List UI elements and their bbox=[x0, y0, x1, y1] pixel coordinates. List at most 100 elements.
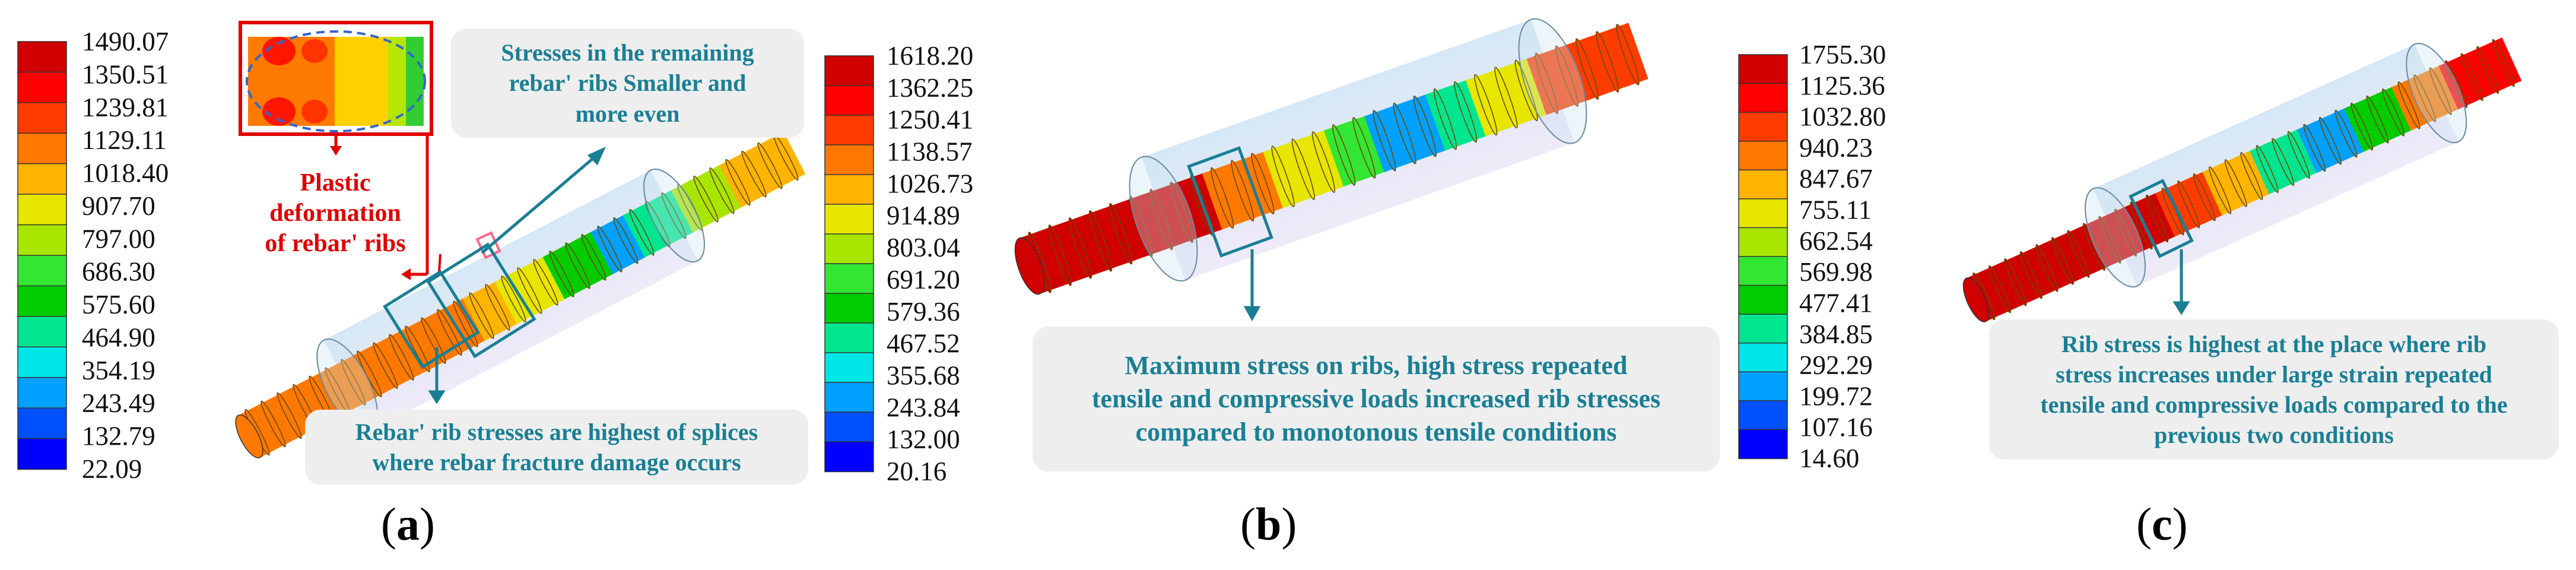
legend-label: 797.00 bbox=[82, 224, 155, 254]
inset-note-line-2: deformation bbox=[269, 200, 401, 227]
rebar-segment bbox=[1243, 151, 1284, 216]
rebar-rib bbox=[709, 167, 735, 214]
rebar-rib bbox=[581, 234, 606, 281]
rebar-rib bbox=[629, 209, 655, 256]
rebar-rib bbox=[1332, 124, 1356, 186]
note-a-upper-line-1: Stresses in the remaining bbox=[501, 39, 754, 66]
legend-label: 22.09 bbox=[82, 454, 142, 484]
legend-swatch bbox=[1738, 314, 1788, 344]
rebar-rib bbox=[1048, 224, 1072, 286]
rebar-rib bbox=[2303, 124, 2326, 172]
rebar-rib bbox=[2318, 116, 2342, 165]
legend-label: 14.60 bbox=[1799, 444, 1859, 473]
rebar-rib bbox=[1352, 117, 1376, 179]
legend-swatch bbox=[17, 41, 67, 73]
legend-swatch bbox=[1738, 342, 1788, 373]
callout-a-upper bbox=[426, 146, 606, 359]
legend-c: 1755.301125.361032.80940.23847.67755.116… bbox=[1738, 40, 1886, 473]
legend-label: 686.30 bbox=[82, 257, 155, 287]
legend-label: 464.90 bbox=[82, 322, 155, 352]
rebar-segment bbox=[1080, 209, 1122, 273]
legend-label: 384.85 bbox=[1799, 319, 1873, 349]
legend-swatch bbox=[17, 163, 67, 195]
legend-swatch bbox=[17, 255, 67, 287]
rebar-segment bbox=[1141, 188, 1182, 251]
legend-label: 354.19 bbox=[82, 356, 155, 385]
rebar-segment bbox=[1283, 137, 1324, 201]
legend-label: 803.04 bbox=[887, 233, 960, 262]
legend-swatch bbox=[1738, 198, 1788, 229]
rebar-rib bbox=[2272, 138, 2295, 186]
note-a-upper-line-2: rebar' ribs Smaller and bbox=[509, 69, 747, 97]
rebar-rib bbox=[1109, 202, 1133, 265]
legend-swatch bbox=[1738, 371, 1788, 402]
rebar-rib bbox=[2098, 216, 2121, 264]
rebar-rib bbox=[2381, 88, 2405, 137]
rebar-rib bbox=[1474, 74, 1498, 136]
legend-label: 132.79 bbox=[82, 422, 155, 451]
inset-note-line-1: Plastic bbox=[300, 169, 371, 197]
splice-sleeve-end bbox=[1518, 18, 1587, 144]
legend-swatch bbox=[1738, 400, 1788, 430]
legend-swatch bbox=[17, 316, 67, 348]
rebar-rib bbox=[1271, 145, 1295, 207]
legend-swatch bbox=[824, 441, 874, 473]
rebar-rib bbox=[1291, 138, 1315, 200]
rebar-rib bbox=[437, 309, 462, 356]
rebar-end-face bbox=[235, 414, 263, 458]
legend-swatch bbox=[1738, 83, 1788, 113]
rebar-model-c bbox=[1962, 37, 2522, 322]
caption-a: (a) bbox=[381, 498, 435, 550]
legend-a: 1490.071350.511239.811129.111018.40907.7… bbox=[17, 27, 169, 484]
legend-swatch bbox=[1738, 284, 1788, 315]
rebar-rib bbox=[2240, 152, 2263, 200]
legend-label: 662.54 bbox=[1799, 226, 1873, 256]
caption-b-letter: b bbox=[1255, 498, 1282, 550]
splice-sleeve-end bbox=[643, 168, 706, 263]
legend-label: 292.29 bbox=[1799, 350, 1873, 380]
legend-label: 107.16 bbox=[1799, 413, 1873, 442]
rebar-rib bbox=[1251, 153, 1275, 214]
legend-swatch bbox=[824, 411, 874, 443]
rebar-rib bbox=[261, 400, 286, 448]
legend-swatch bbox=[17, 132, 67, 164]
rebar-rib bbox=[661, 192, 687, 239]
legend-swatch bbox=[824, 174, 874, 205]
legend-label: 1032.80 bbox=[1799, 102, 1886, 132]
rebar-rib bbox=[1149, 188, 1173, 251]
legend-swatch bbox=[1738, 169, 1788, 200]
caption-c-letter: c bbox=[2151, 498, 2172, 550]
rebar-rib bbox=[1555, 45, 1579, 107]
legend-swatch bbox=[824, 322, 874, 354]
legend-label: 199.72 bbox=[1799, 381, 1873, 411]
rebar-rib bbox=[2114, 208, 2137, 257]
note-a-lower: Rebar' rib stresses are highest of splic… bbox=[305, 410, 808, 484]
legend-label: 569.98 bbox=[1799, 257, 1873, 287]
note-a-upper: Stresses in the remaining rebar' ribs Sm… bbox=[451, 28, 804, 138]
legend-label: 1362.25 bbox=[887, 73, 973, 103]
legend-swatch bbox=[1738, 54, 1788, 84]
rebar-rib bbox=[501, 276, 526, 322]
rebar-rib bbox=[405, 325, 430, 372]
rebar-rib bbox=[2004, 258, 2027, 306]
legend-swatch bbox=[1738, 112, 1788, 142]
legend-label: 755.11 bbox=[1799, 195, 1872, 225]
rebar-rib bbox=[725, 159, 751, 206]
legend-swatch bbox=[1738, 140, 1788, 171]
legend-label: 477.41 bbox=[1799, 288, 1873, 318]
callout-a-lower bbox=[383, 270, 480, 404]
rebar-rib bbox=[2460, 53, 2483, 102]
legend-swatch bbox=[17, 376, 67, 409]
rebar-body bbox=[1962, 37, 2522, 322]
caption-a-letter: a bbox=[396, 498, 420, 550]
rebar-rib bbox=[693, 175, 719, 223]
legend-swatch bbox=[824, 85, 874, 116]
rebar-rib bbox=[2146, 194, 2169, 243]
note-b-line-1: Maximum stress on ribs, high stress repe… bbox=[1125, 350, 1628, 380]
rebar-rib bbox=[1373, 110, 1396, 172]
legend-swatch bbox=[824, 55, 874, 87]
legend-swatch bbox=[17, 194, 67, 226]
legend-swatch bbox=[17, 71, 67, 104]
legend-swatch bbox=[17, 102, 67, 134]
